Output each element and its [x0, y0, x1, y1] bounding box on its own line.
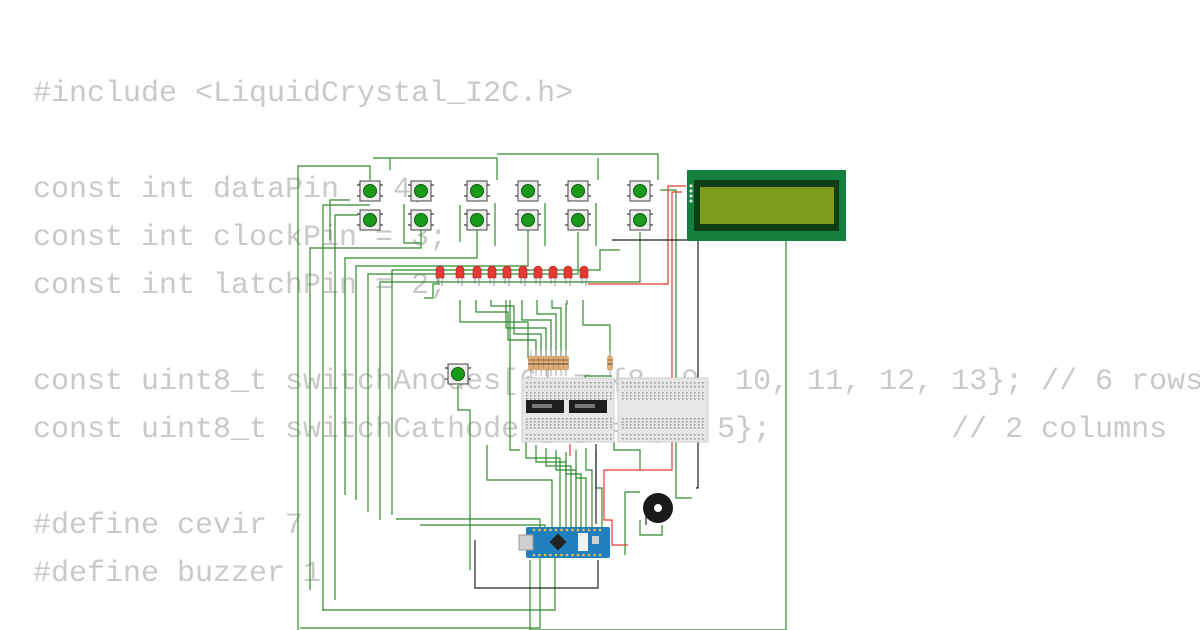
wire: [379, 232, 641, 520]
led: [502, 265, 512, 286]
resistor: [528, 350, 534, 376]
resistor: [543, 350, 549, 376]
led: [579, 265, 589, 286]
wire: [588, 185, 686, 285]
shift-register-chip: [526, 400, 564, 413]
wire: [309, 230, 422, 590]
led: [548, 265, 558, 286]
wire: [424, 283, 440, 299]
push-button[interactable]: [408, 180, 434, 202]
wire: [497, 153, 659, 180]
wire: [459, 300, 529, 358]
wire: [521, 300, 552, 358]
buzzer: [643, 493, 673, 523]
shift-register-chip: [569, 400, 607, 413]
wire: [509, 300, 520, 451]
wire: [420, 524, 546, 527]
lcd-display: [687, 170, 846, 241]
wire: [603, 191, 682, 546]
wire: [457, 385, 471, 570]
wire: [490, 300, 542, 358]
wire: [355, 230, 529, 500]
code-line-datapin: const int dataPin = 4;: [33, 173, 430, 207]
wire: [565, 300, 568, 358]
wire: [344, 230, 478, 495]
push-button[interactable]: [515, 180, 541, 202]
push-button[interactable]: [464, 180, 490, 202]
wire: [474, 540, 599, 589]
wire: [545, 448, 572, 527]
wire: [536, 300, 557, 358]
led-row: [435, 265, 589, 286]
wire: [403, 204, 420, 244]
push-button[interactable]: [565, 180, 591, 202]
code-line-latchpin: const int latchPin = 2;: [33, 269, 448, 303]
led: [487, 265, 497, 286]
wire: [565, 452, 582, 527]
push-button[interactable]: [565, 209, 591, 231]
push-button[interactable]: [515, 209, 541, 231]
led: [472, 265, 482, 286]
wire: [373, 157, 498, 180]
code-line-define-cevir: #define cevir 7: [33, 509, 304, 543]
wire: [624, 491, 640, 555]
resistor: [538, 350, 544, 376]
led: [533, 265, 543, 286]
wire: [535, 445, 567, 527]
button-matrix: [357, 180, 653, 385]
push-button[interactable]: [627, 180, 653, 202]
resistor: [553, 350, 559, 376]
push-button[interactable]: [464, 209, 490, 231]
resistor: [558, 350, 564, 376]
push-button[interactable]: [357, 180, 383, 202]
led: [518, 265, 528, 286]
wire: [595, 450, 603, 527]
wire: [689, 199, 699, 489]
wire: [300, 558, 541, 629]
arduino-nano: [518, 527, 610, 558]
led: [435, 265, 445, 286]
push-button[interactable]: [627, 209, 653, 231]
push-button[interactable]: [408, 209, 434, 231]
wire: [613, 440, 641, 470]
wire: [551, 300, 562, 358]
wire: [585, 448, 593, 527]
wire: [639, 520, 663, 536]
resistor-array: [528, 350, 613, 376]
resistor: [563, 350, 569, 376]
wire: [475, 300, 537, 358]
signal-wires: [297, 153, 787, 630]
wire: [396, 518, 541, 527]
wire: [582, 300, 611, 356]
push-button[interactable]: [445, 363, 471, 385]
wire: [675, 480, 692, 499]
wire: [391, 249, 620, 515]
code-line-define-buzzer: #define buzzer 1: [33, 557, 322, 591]
led: [455, 265, 465, 286]
resistor: [533, 350, 539, 376]
wire: [525, 440, 561, 527]
led: [563, 265, 573, 286]
wire: [329, 199, 350, 240]
wire: [486, 445, 553, 527]
breadboard-right: [617, 377, 709, 443]
wire: [575, 450, 587, 527]
resistor: [548, 350, 554, 376]
resistor: [607, 350, 613, 376]
push-button[interactable]: [357, 209, 383, 231]
wire: [297, 165, 371, 630]
code-overlay: #include <LiquidCrystal_I2C.h>const int …: [33, 70, 1200, 598]
wire: [322, 558, 556, 611]
wire: [334, 214, 358, 600]
code-line-include: #include <LiquidCrystal_I2C.h>: [33, 77, 574, 111]
wire: [322, 204, 370, 610]
wire: [505, 300, 547, 358]
